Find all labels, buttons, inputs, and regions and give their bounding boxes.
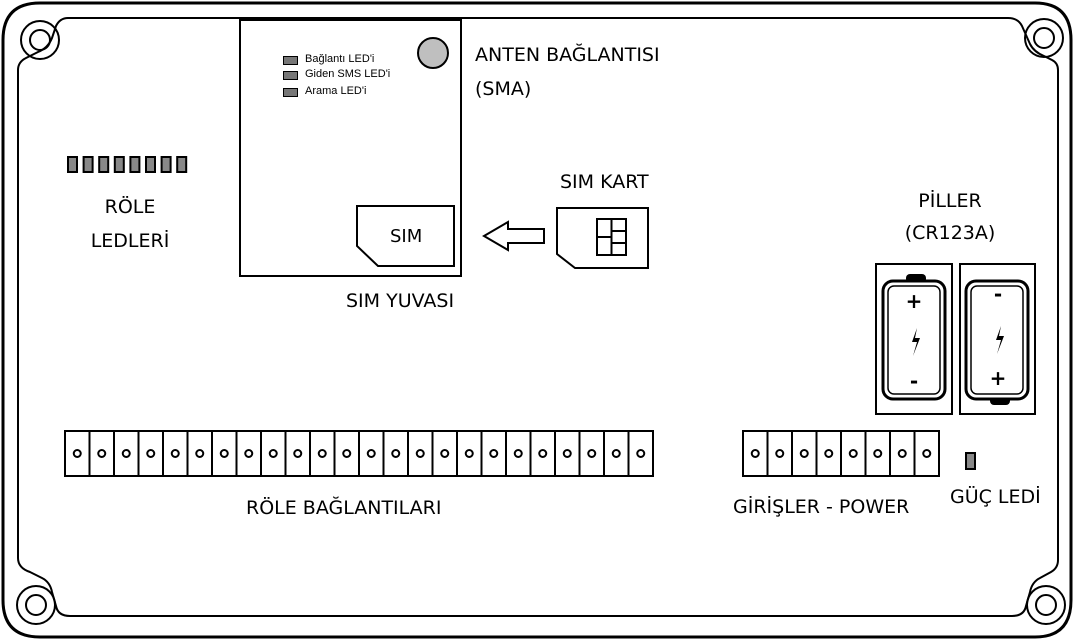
input-terminal-block	[742, 430, 940, 477]
call-led-label: Arama LED'i	[305, 85, 367, 97]
terminal-screw	[538, 449, 548, 458]
terminal-screw	[440, 449, 450, 458]
relay-terminal-block	[64, 430, 654, 477]
battery-left-minus: -	[910, 369, 918, 393]
batteries-label-line2: (CR123A)	[904, 222, 996, 244]
terminal-screw	[415, 449, 425, 458]
sim-slot-text: SIM	[390, 226, 423, 247]
terminal-screw	[219, 449, 229, 458]
screw-bottom-right	[1026, 585, 1066, 625]
terminal-screw	[97, 449, 107, 458]
terminal-screw	[775, 449, 785, 458]
relay-leds-label-line2: LEDLERİ	[90, 230, 170, 252]
battery-right-minus: -	[994, 282, 1002, 306]
connection-led	[283, 56, 298, 65]
terminal-screw	[72, 449, 82, 458]
terminal-screw	[268, 449, 278, 458]
terminal-screw	[342, 449, 352, 458]
sim-slot-label: SIM YUVASI	[346, 290, 455, 312]
relay-led-row	[67, 156, 188, 173]
terminal-screw	[317, 449, 327, 458]
terminal-screw	[897, 449, 907, 458]
terminal-screw	[195, 449, 205, 458]
terminal-screw	[121, 449, 131, 458]
terminal-screw	[848, 449, 858, 458]
lightning-icon-right	[996, 326, 1004, 354]
relay-led	[145, 156, 156, 173]
terminal-screw	[170, 449, 180, 458]
terminal-screw	[824, 449, 834, 458]
outgoing-sms-led-label: Giden SMS LED'i	[305, 68, 391, 80]
lightning-icon-left	[912, 328, 920, 356]
terminal-screw	[587, 449, 597, 458]
screw-bottom-left	[16, 585, 56, 625]
relay-connections-label: RÖLE BAĞLANTILARI	[246, 497, 442, 519]
relay-led	[98, 156, 110, 173]
relay-led	[176, 156, 188, 173]
terminal-screw	[611, 449, 621, 458]
terminal-screw	[391, 449, 401, 458]
connection-led-label: Bağlantı LED'i	[305, 53, 375, 65]
terminal-screw	[636, 449, 646, 458]
terminal-screw	[513, 449, 523, 458]
terminal-screw	[489, 449, 499, 458]
relay-led	[160, 156, 172, 173]
terminal-screw	[293, 449, 303, 458]
power-led-label: GÜÇ LEDİ	[950, 486, 1041, 508]
terminal-screw	[366, 449, 376, 458]
call-led	[283, 88, 298, 97]
relay-led	[67, 156, 78, 173]
terminal-screw	[464, 449, 474, 458]
relay-led	[82, 156, 94, 173]
terminal-screw	[244, 449, 254, 458]
terminal-screw	[562, 449, 572, 458]
screw-top-left	[20, 20, 60, 60]
antenna-connector	[417, 37, 449, 69]
batteries-label-line1: PİLLER	[918, 190, 982, 212]
terminal-screw	[146, 449, 156, 458]
outgoing-sms-led	[283, 71, 298, 80]
insert-arrow	[482, 220, 545, 252]
sim-slot-outline	[356, 205, 455, 267]
terminal-screw	[922, 449, 932, 458]
relay-led	[113, 156, 125, 173]
power-led	[965, 452, 976, 470]
battery-right-plus: +	[990, 366, 1007, 390]
screw-top-right	[1024, 18, 1064, 58]
sim-card-label: SIM KART	[560, 171, 649, 193]
sim-chip-icon	[596, 218, 627, 256]
relay-leds-label-line1: RÖLE	[104, 196, 156, 218]
terminal-screw	[799, 449, 809, 458]
antenna-label-line2: (SMA)	[475, 78, 532, 100]
inputs-power-label: GİRİŞLER - POWER	[733, 496, 910, 518]
battery-left-plus: +	[906, 289, 923, 313]
terminal-screw	[750, 449, 760, 458]
terminal-screw	[873, 449, 883, 458]
antenna-label-line1: ANTEN BAĞLANTISI	[475, 44, 660, 66]
relay-led	[129, 156, 141, 173]
